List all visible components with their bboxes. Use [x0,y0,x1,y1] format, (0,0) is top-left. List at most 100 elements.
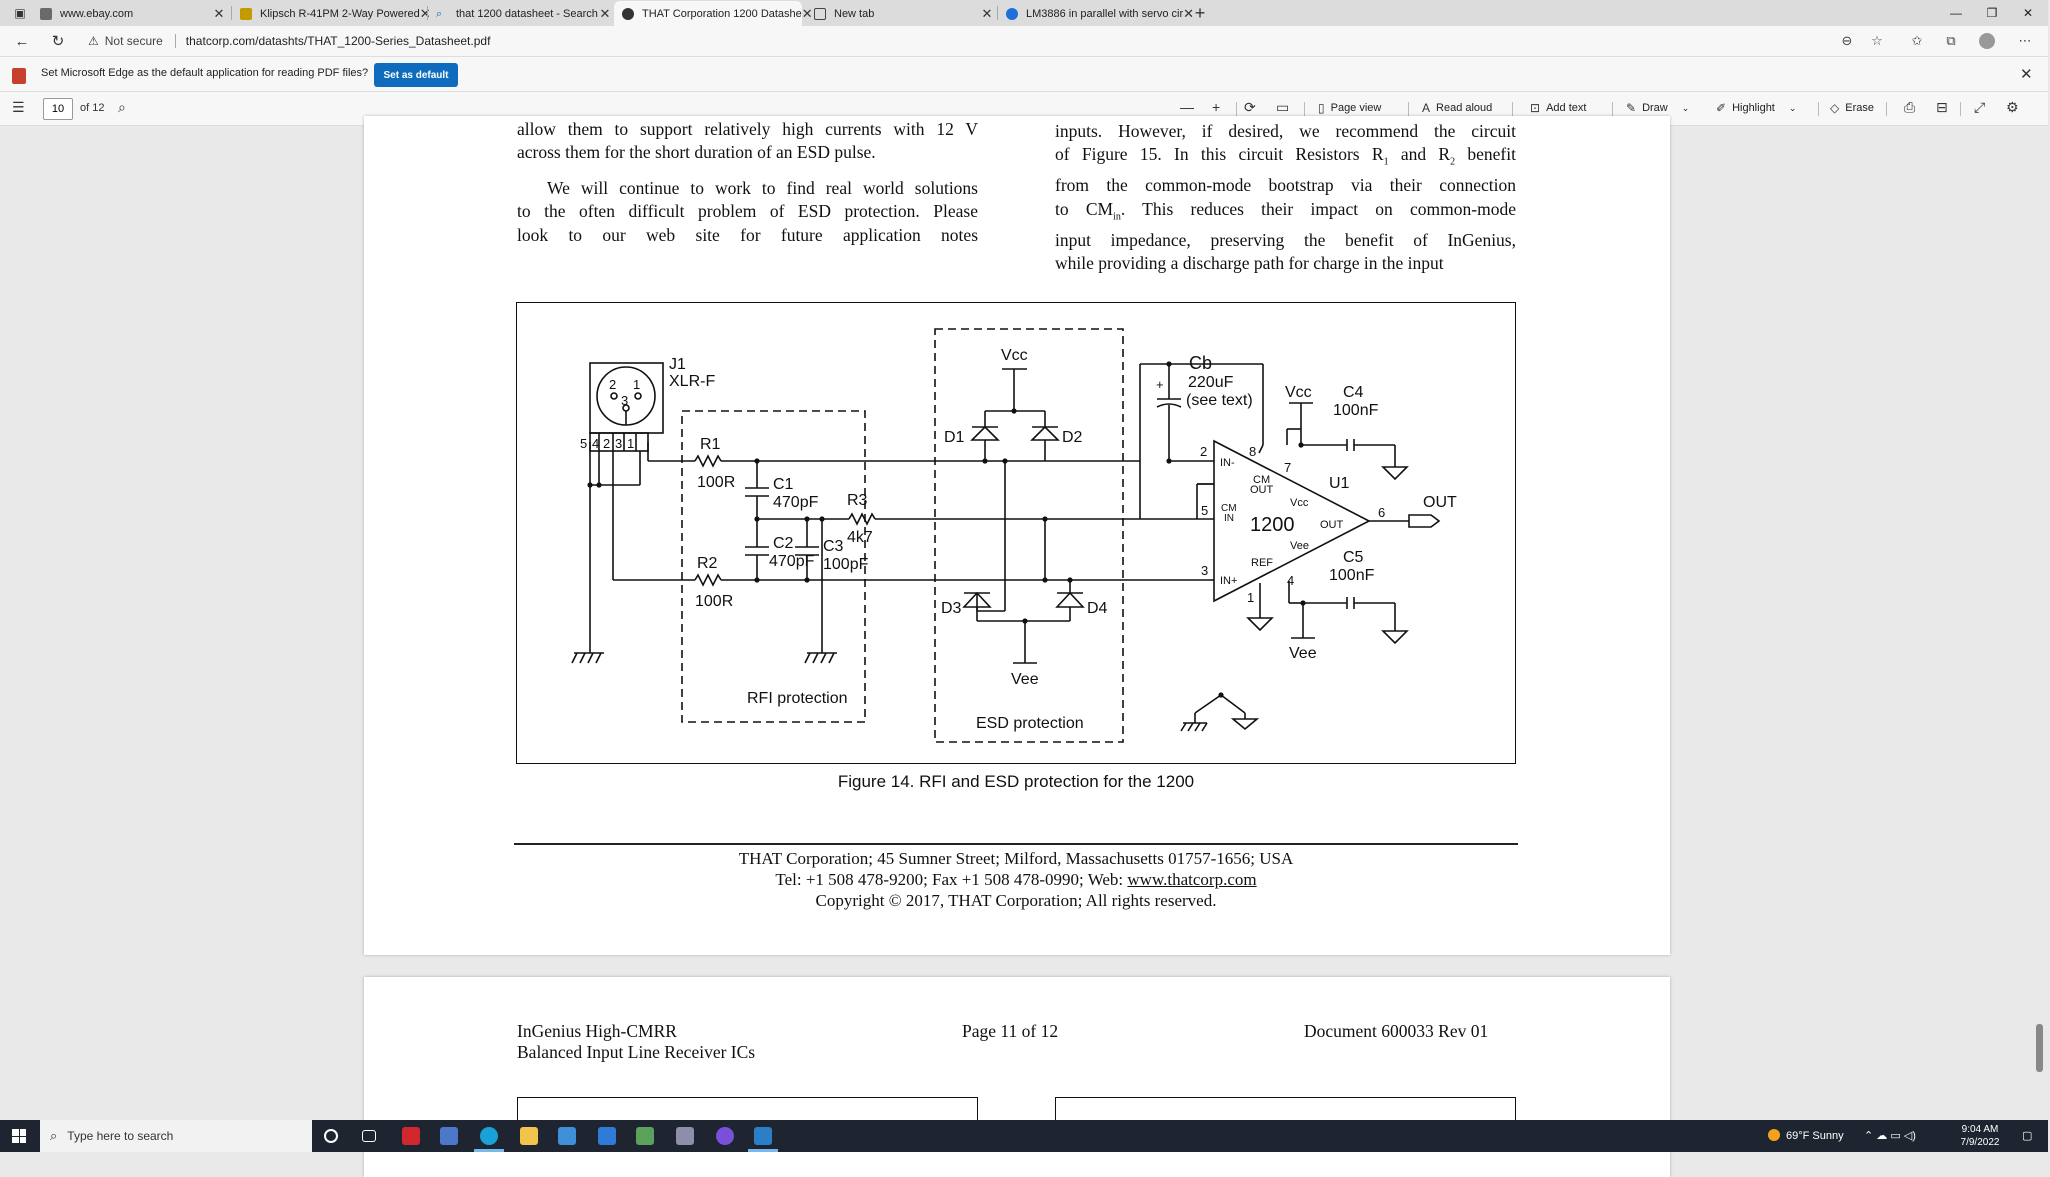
tab-close-icon[interactable]: ✕ [599,5,611,21]
find-search-icon[interactable]: ⌕ [118,99,126,115]
c3-value: 100pF [823,556,869,573]
text-line: input impedance, preserving the benefit … [1055,229,1516,250]
file-explorer-icon[interactable] [520,1127,538,1145]
tab-close-icon[interactable]: ✕ [981,5,993,21]
tab-close-icon[interactable]: ✕ [213,5,225,21]
c1-value: 470pF [773,494,819,511]
pin-number: 8 [1249,444,1256,459]
taskbar-search-box[interactable]: ⌕ Type here to search [40,1120,312,1152]
tab-close-icon[interactable]: ✕ [801,5,813,21]
acrobat-icon[interactable] [402,1127,420,1145]
vertical-scrollbar-thumb[interactable] [2036,1024,2043,1072]
tab-new[interactable]: New tab ✕ [806,1,996,26]
pin-number: 4 [1287,573,1294,588]
add-text-button[interactable]: ⊡Add text [1530,101,1587,115]
website-link[interactable]: www.thatcorp.com [1127,870,1257,889]
tab-label: Klipsch R-41PM 2-Way Powered [260,7,420,20]
notifications-icon[interactable]: ▢ [2022,1130,2033,1142]
favorites-icon[interactable]: ✩ [1911,33,1923,48]
tab-close-icon[interactable]: ✕ [1183,5,1195,21]
pdf-page-10: allow them to support relatively high cu… [364,116,1670,955]
app-icon[interactable] [440,1127,458,1145]
store-icon[interactable] [558,1127,576,1145]
set-as-default-button[interactable]: Set as default [374,63,458,87]
cm-out-label: OUT [1250,484,1274,496]
fullscreen-icon[interactable]: ⤢ [1974,99,1986,115]
print-icon[interactable]: ⎙ [1904,99,1916,115]
r2-value: 100R [695,593,733,610]
draw-button[interactable]: ✎Draw⌄ [1626,101,1690,115]
page-header-document: Document 600033 Rev 01 [1304,1021,1489,1041]
text-line: while providing a discharge path for cha… [1055,253,1444,274]
url-text[interactable]: thatcorp.com/datashts/THAT_1200-Series_D… [185,34,491,48]
new-tab-plus-icon[interactable]: + [1194,2,1206,23]
zoom-out-icon[interactable]: — [1180,99,1194,115]
tab-label: New tab [834,7,875,20]
out-label: OUT [1423,494,1457,511]
maximize-button[interactable]: ❐ [1986,6,1998,20]
system-clock[interactable]: 9:04 AM 7/9/2022 [1960,1124,2000,1148]
start-windows-icon[interactable] [12,1129,26,1143]
page-number-input[interactable]: 10 [43,98,73,120]
tab-close-icon[interactable]: ✕ [419,5,431,21]
pin-number: 2 [1200,444,1207,459]
contents-list-icon[interactable]: ☰ [12,99,25,115]
app-icon[interactable] [716,1127,734,1145]
mail-icon[interactable] [598,1127,616,1145]
more-menu-icon[interactable]: ⋯ [2018,33,2032,48]
text-line: to CMin. This reduces their impact on co… [1055,198,1516,223]
active-app-indicator [474,1149,504,1152]
zoom-icon[interactable]: ⊖ [1841,33,1853,48]
cortana-icon[interactable] [324,1129,338,1143]
tab-that-datasheet[interactable]: THAT Corporation 1200 Datashe ✕ [614,1,813,26]
close-window-button[interactable]: ✕ [2022,6,2034,20]
tab-search[interactable]: ⌕ that 1200 datasheet - Search ✕ [428,1,612,26]
security-label[interactable]: Not secure [104,34,163,48]
tab-actions-icon[interactable]: ▣ [14,6,26,20]
address-field[interactable]: ⚠ Not secure thatcorp.com/datashts/THAT_… [88,29,1888,53]
save-icon[interactable]: ⊟ [1936,99,1948,115]
r3-resistor [848,512,876,526]
chevron-down-icon[interactable]: ⌄ [1681,102,1690,113]
tray-icons[interactable]: ⌃ ☁ ▭ ◁) [1864,1130,1916,1142]
page-view-button[interactable]: ▯Page view [1318,101,1382,115]
windows-taskbar: ⌕ Type here to search 69°F Sunny ⌃ ☁ ▭ ◁… [0,1120,2048,1152]
minimize-button[interactable]: — [1950,6,1962,20]
erase-button[interactable]: ◇Erase [1830,101,1874,115]
infobar-close-icon[interactable]: ✕ [2020,66,2033,83]
zoom-in-icon[interactable]: + [1212,99,1221,115]
chevron-down-icon[interactable]: ⌄ [1788,102,1797,113]
rotate-icon[interactable]: ⟳ [1244,99,1256,115]
esd-protection-box [934,328,1124,743]
in-plus-label: IN+ [1220,575,1237,587]
app-icon[interactable] [636,1127,654,1145]
refresh-icon[interactable]: ↻ [51,33,65,50]
pin-label: 1 [627,436,634,451]
tab-favicon-icon [40,7,52,20]
favorite-star-icon[interactable]: ☆ [1871,33,1883,48]
cm-in-label: IN [1224,513,1234,524]
cb-label: Cb [1189,353,1212,373]
fit-page-icon[interactable]: ▭ [1276,99,1290,115]
weather-widget[interactable]: 69°F Sunny [1768,1129,1844,1142]
pdf-viewer[interactable]: allow them to support relatively high cu… [0,116,2048,1177]
settings-gear-icon[interactable]: ⚙ [2006,99,2019,115]
toolbar-divider [1960,102,1961,116]
left-column-text: allow them to support relatively high cu… [517,118,978,247]
collections-icon[interactable]: ⧉ [1946,33,1956,48]
tab-lm3886[interactable]: LM3886 in parallel with servo cir ✕ [998,1,1194,26]
tab-separator [231,6,232,20]
task-view-icon[interactable] [362,1130,376,1142]
toolbar-divider [1512,102,1513,116]
eraser-icon: ◇ [1830,101,1840,115]
edge-browser-icon[interactable] [480,1127,498,1145]
back-arrow-icon[interactable]: ← [14,32,30,50]
text-line: to the often difficult problem of ESD pr… [517,201,978,222]
profile-avatar-icon[interactable] [1976,32,1998,50]
tab-klipsch[interactable]: Klipsch R-41PM 2-Way Powered ✕ [232,1,431,26]
tab-ebay[interactable]: www.ebay.com ✕ [32,1,228,26]
app-icon[interactable] [676,1127,694,1145]
highlight-button[interactable]: ✐Highlight⌄ [1716,101,1797,115]
app-icon[interactable] [754,1127,772,1145]
